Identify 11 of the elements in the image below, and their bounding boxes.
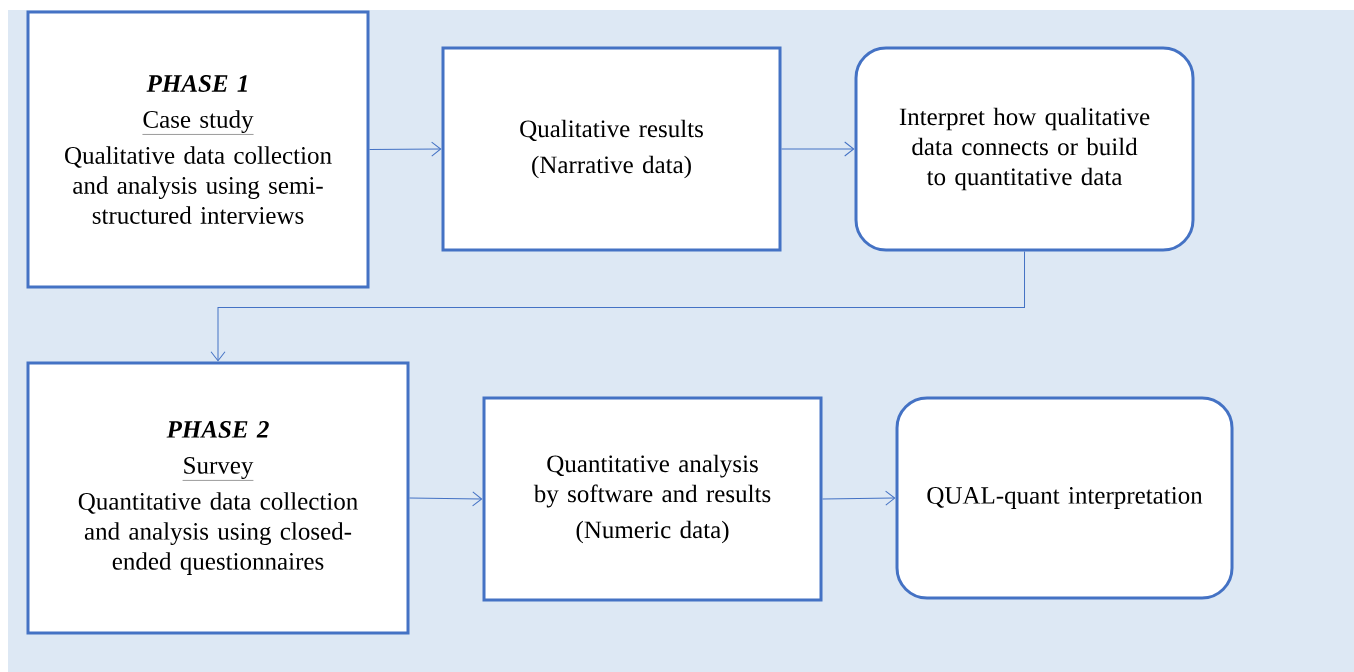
arrow xyxy=(409,491,483,507)
phase-box: PHASE 2 Survey Quantitative data collection and analysis using closed-ended questionnaires xyxy=(26,361,410,635)
arrow xyxy=(369,141,442,157)
arrow xyxy=(822,490,896,506)
result-box: Qualitative results (Narrative data) xyxy=(441,46,782,252)
phase-box: PHASE 1 Case study Qualitative data collection and analysis using semi-structured interviews xyxy=(26,10,370,289)
interpretation-box: QUAL-quant interpretation xyxy=(895,396,1234,600)
arrow xyxy=(210,251,1025,362)
arrow xyxy=(781,141,855,157)
interpretation-box: Interpret how qualitative data connects or build to quantitative data xyxy=(854,46,1195,252)
analysis-box: Quantitative analysis by software and results (Numeric data) xyxy=(482,396,823,602)
